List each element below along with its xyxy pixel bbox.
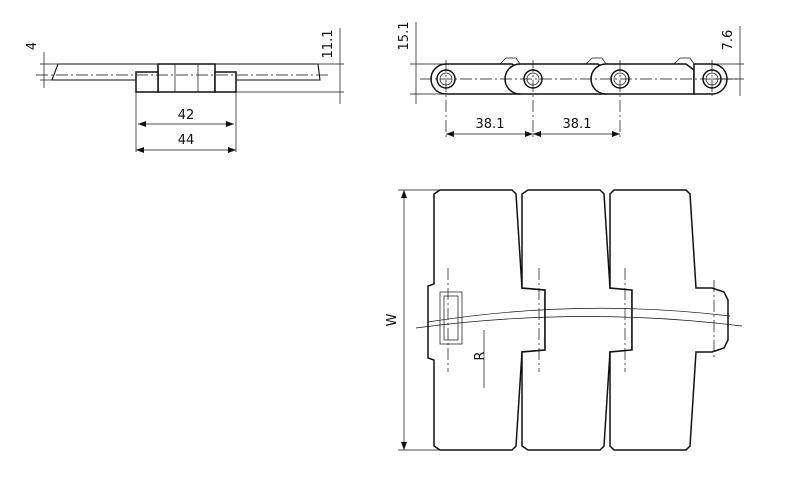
radius-label: R — [473, 351, 488, 360]
dim-total-height-label: 11.1 — [321, 30, 336, 59]
dim-pitch-1-label: 38.1 — [476, 117, 505, 132]
dim-pitch-2-label: 38.1 — [563, 117, 592, 132]
chain-plate-2 — [521, 189, 633, 451]
hinge-knuckle-left — [135, 71, 159, 93]
dim-thickness-label: 4 — [25, 42, 40, 50]
front-view: 15.1 7.6 38.1 38.1 — [397, 22, 744, 140]
width-label: W — [385, 313, 400, 326]
hinge-slot — [439, 291, 463, 345]
hinge-knuckle-center — [157, 63, 216, 93]
hinge-knuckle-right — [214, 71, 237, 93]
dim-pin-offset-label: 7.6 — [721, 30, 736, 51]
dim-inner-width-label: 42 — [178, 108, 195, 123]
dim-outer-width-label: 44 — [178, 133, 195, 148]
chain-plate-1 — [427, 189, 546, 451]
side-view: 4 11.1 42 44 — [25, 28, 344, 153]
chain-plate-3 — [609, 189, 729, 451]
dim-top-offset-label: 15.1 — [397, 22, 412, 51]
radius-arc — [415, 316, 743, 329]
top-view: R W — [385, 189, 743, 451]
